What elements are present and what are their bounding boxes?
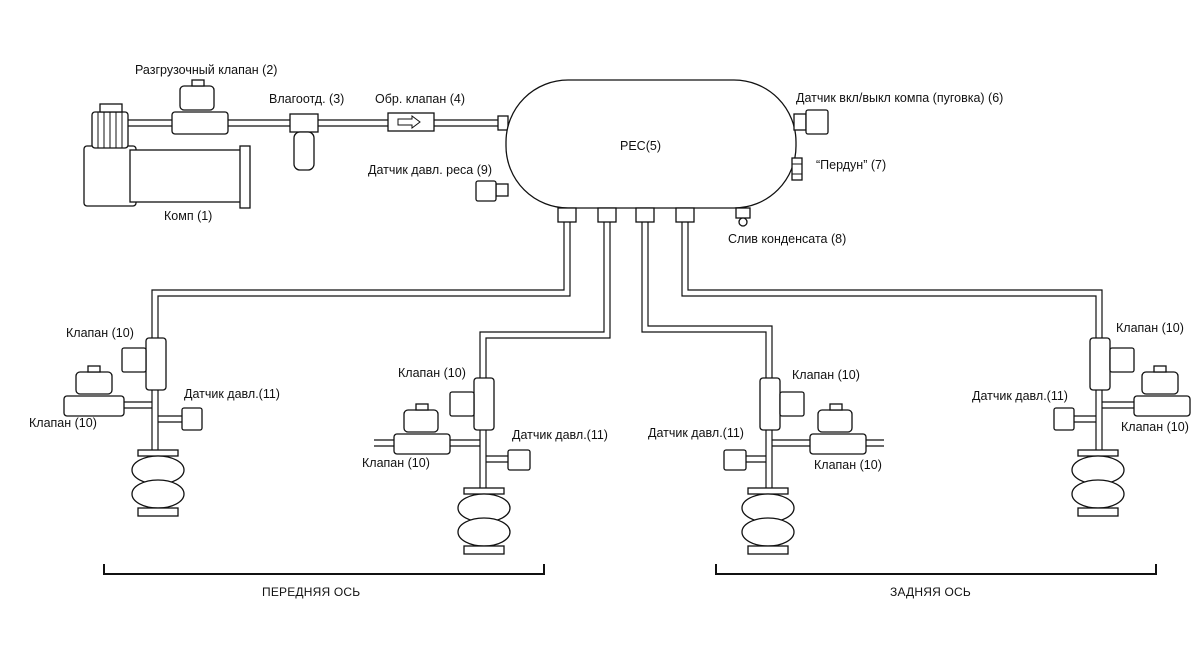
receiver-tank [475, 79, 829, 227]
fl-valve-label-1: Клапан (10) [66, 326, 134, 340]
dryer-label: Влагоотд. (3) [269, 92, 345, 106]
front-axle-bracket [103, 564, 545, 575]
distribution-pipes [151, 222, 1103, 378]
rear-axle-bracket [715, 564, 1157, 575]
fr-sensor-label: Датчик давл.(11) [512, 428, 608, 442]
rr-valve-label-2: Клапан (10) [1121, 420, 1189, 434]
receiver-label: РЕС(5) [620, 139, 661, 153]
wheel-front-right [374, 377, 531, 555]
purge-label: “Пердун” (7) [816, 158, 887, 172]
unloader-valve [171, 79, 290, 135]
rl-sensor-label: Датчик давл.(11) [648, 426, 744, 440]
rear-axle-label: ЗАДНЯЯ ОСЬ [890, 585, 971, 599]
compressor [83, 103, 251, 209]
rr-valve-label-1: Клапан (10) [1116, 321, 1184, 335]
rl-valve-label-2: Клапан (10) [814, 458, 882, 472]
drain-label: Слив конденсата (8) [728, 232, 847, 246]
front-axle-label: ПЕРЕДНЯЯ ОСЬ [262, 585, 361, 599]
wheel-rear-left [723, 377, 884, 555]
receiver-sensor-label: Датчик давл. реса (9) [368, 163, 492, 177]
fl-valve-label-2: Клапан (10) [29, 416, 97, 430]
wheel-front-left [63, 337, 203, 517]
fr-valve-label-2: Клапан (10) [362, 456, 430, 470]
unloader-valve-label: Разгрузочный клапан (2) [135, 63, 278, 77]
check-valve-label: Обр. клапан (4) [375, 92, 466, 106]
check-valve [387, 112, 509, 132]
compressor-label: Комп (1) [164, 209, 213, 223]
moisture-separator [289, 113, 388, 171]
wheel-rear-right [1053, 337, 1191, 517]
rr-sensor-label: Датчик давл.(11) [972, 389, 1068, 403]
fr-valve-label-1: Клапан (10) [398, 366, 466, 380]
pressure-switch-label: Датчик вкл/выкл компа (пуговка) (6) [796, 91, 1004, 105]
rl-valve-label-1: Клапан (10) [792, 368, 860, 382]
fl-sensor-label: Датчик давл.(11) [184, 387, 280, 401]
